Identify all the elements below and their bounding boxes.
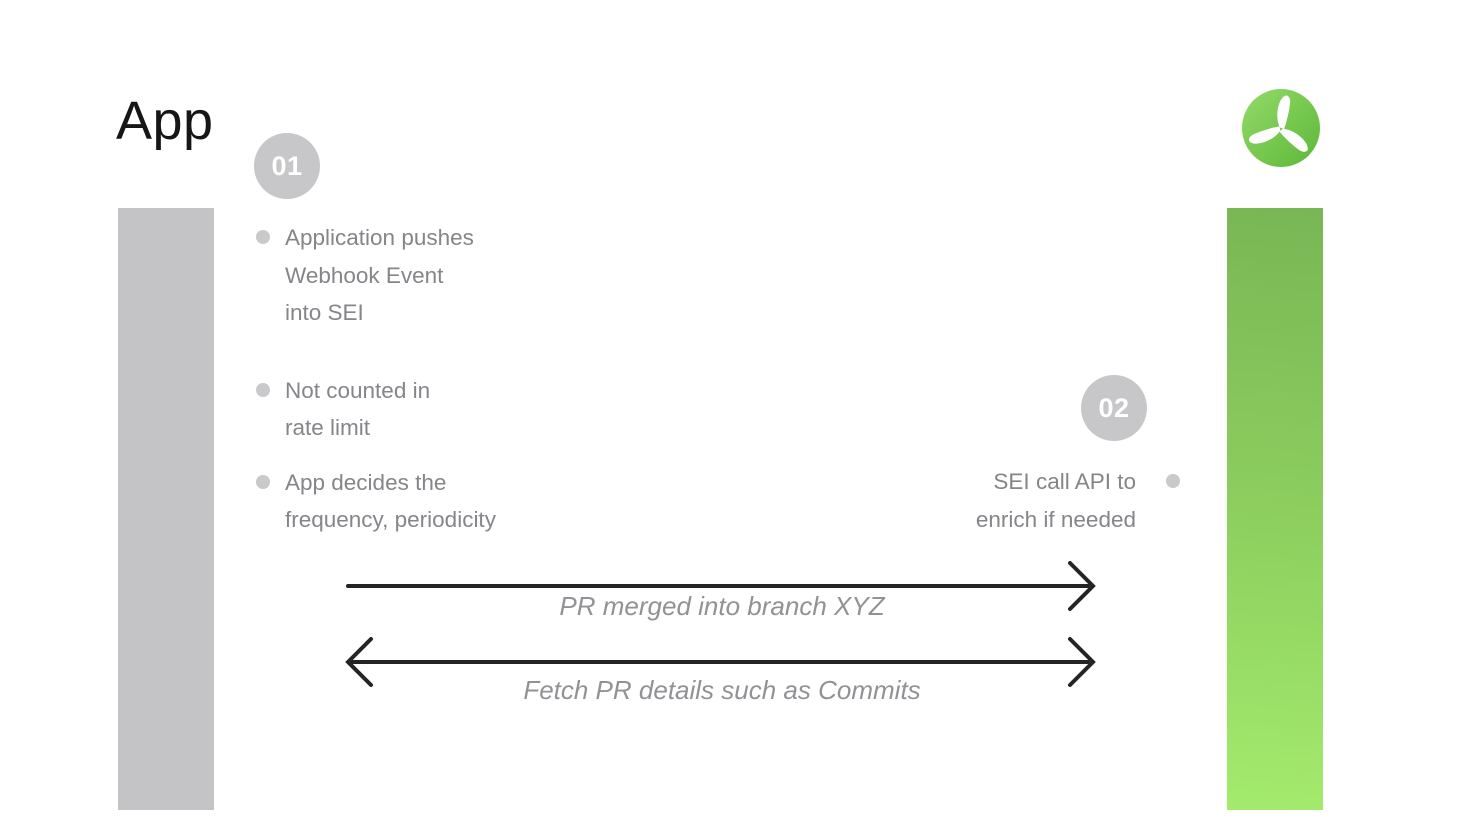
- step-2-badge: 02: [1081, 375, 1147, 441]
- sei-lane-bar: [1227, 208, 1323, 810]
- page-title: App: [116, 91, 214, 151]
- arrow-label: Fetch PR details such as Commits: [523, 675, 921, 705]
- bullet-text: App decides the frequency, periodicity: [285, 469, 496, 533]
- arrow-double-icon: [345, 637, 1096, 687]
- bullet-text: SEI call API to enrich if needed: [975, 469, 1136, 532]
- step-2-note: SEI call API to enrich if needed: [976, 463, 1180, 538]
- step-1-badge: 01: [254, 133, 320, 199]
- arrow-label: PR merged into branch XYZ: [559, 591, 885, 621]
- list-item: App decides the frequency, periodicity: [256, 464, 616, 539]
- propeller-logo-icon: [1242, 89, 1320, 167]
- bullet-dot-icon: [256, 230, 270, 244]
- bullet-dot-icon: [256, 474, 270, 489]
- list-item: Not counted in rate limit: [256, 372, 616, 447]
- app-lane-bar: [118, 208, 214, 810]
- bullet-text: Application pushes Webhook Event into SE…: [285, 225, 474, 325]
- step-1-bullet-list: Application pushes Webhook Event into SE…: [256, 219, 616, 539]
- bullet-dot-icon: [256, 382, 270, 397]
- list-item: Application pushes Webhook Event into SE…: [256, 219, 616, 332]
- bullet-dot-icon: [1166, 474, 1180, 488]
- bullet-text: Not counted in rate limit: [285, 377, 431, 441]
- arrow-right-icon: [346, 561, 1096, 611]
